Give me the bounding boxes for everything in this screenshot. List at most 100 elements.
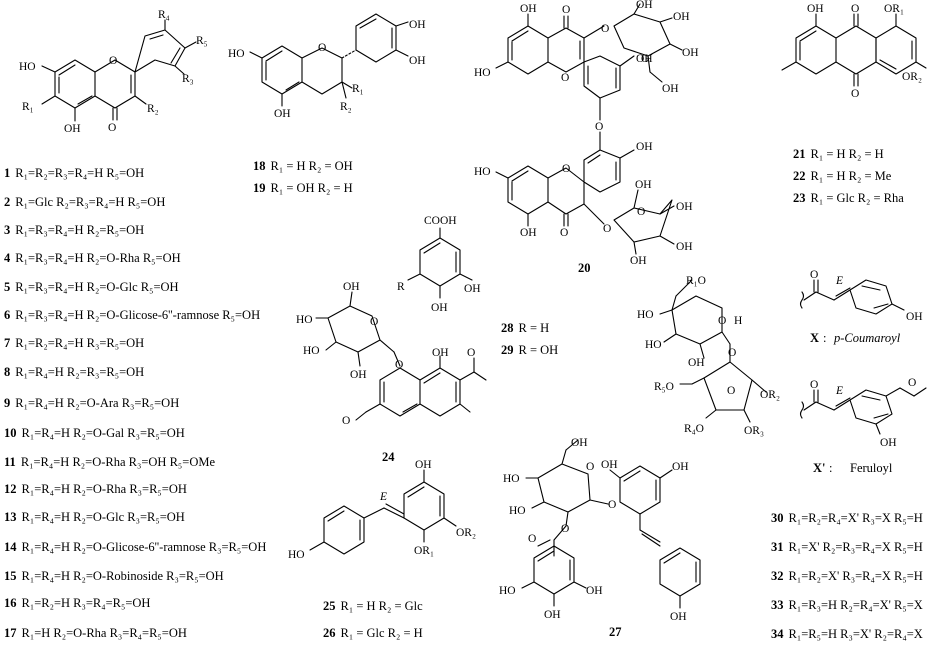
- atom-oh: OH: [586, 585, 603, 597]
- benzoic-acid-structure: [407, 227, 473, 299]
- atom-h: H: [734, 315, 742, 327]
- naphthalene-glucoside-structure-24: [315, 291, 487, 421]
- atom-oh: OH: [350, 369, 367, 381]
- svg-text:5R₁=R₃=R₄=H R₂=O-Glc R₅=OH: 5R₁=R₃=R₄=H R₂=O-Glc R₅=OH: [4, 280, 179, 294]
- compound-label-27: 27: [609, 625, 622, 639]
- catechin-core-structure: [249, 13, 409, 107]
- atom-oh: OH: [64, 123, 81, 135]
- e-label: E: [835, 385, 843, 397]
- atom-o: O: [342, 415, 350, 427]
- atom-oh: OH: [343, 281, 360, 293]
- atom-or2: OR₂: [456, 527, 476, 539]
- atom-oh: OH: [636, 141, 653, 153]
- atom-o: O: [718, 315, 726, 327]
- svg-text:29R = OH: 29R = OH: [501, 343, 558, 357]
- atom-r5: R₅: [196, 35, 208, 47]
- atom-o: O: [601, 23, 609, 35]
- atom-o: O: [851, 3, 859, 15]
- stilbene-glucoside-galloyl-structure-27: [521, 439, 701, 609]
- atom-o: O: [608, 499, 616, 511]
- atom-r5o: R₅O: [654, 381, 674, 393]
- atom-ho: HO: [503, 473, 520, 485]
- atom-oh: OH: [682, 47, 699, 59]
- feruloyl-substituent: [799, 387, 927, 435]
- atom-or1: OR₁: [884, 3, 904, 15]
- atom-ho: HO: [637, 309, 654, 321]
- atom-ho: HO: [228, 48, 245, 60]
- atom-ho: HO: [303, 345, 320, 357]
- atom-oh: OH: [520, 3, 537, 15]
- atom-o: O: [467, 347, 475, 359]
- atom-o: O: [562, 4, 570, 16]
- atom-o: O: [728, 347, 736, 359]
- svg-text:7R₁=R₂=R₄=H R₃=R₅=OH: 7R₁=R₂=R₄=H R₃=R₅=OH: [4, 336, 144, 350]
- stilbene-core-structure: [309, 469, 457, 555]
- feruloyl-name: Feruloyl: [850, 461, 893, 475]
- atom-ho: HO: [499, 585, 516, 597]
- atom-o: O: [586, 461, 594, 473]
- atom-r2: R₂: [340, 101, 352, 113]
- p-coumaroyl-name: p-Coumaroyl: [833, 331, 901, 345]
- atom-oh: OH: [544, 609, 561, 621]
- atom-ho: HO: [474, 67, 491, 79]
- atom-r: R: [397, 281, 405, 293]
- anthraquinone-core-structure: [781, 13, 927, 87]
- x-colon: :: [823, 331, 826, 345]
- atom-o: O: [370, 316, 378, 328]
- atom-oh: OH: [670, 611, 687, 623]
- atom-o: O: [637, 206, 645, 218]
- atom-r3: R₃: [182, 73, 194, 85]
- svg-text:8R₁=R₄=H R₂=R₃=R₅=OH: 8R₁=R₄=H R₂=R₃=R₅=OH: [4, 365, 144, 379]
- svg-text:9R₁=R₄=H R₂=O-Ara R₃=R₅=OH: 9R₁=R₄=H R₂=O-Ara R₃=R₅=OH: [4, 396, 179, 410]
- atom-o: O: [108, 122, 116, 134]
- atom-o: O: [595, 121, 603, 133]
- atom-o: O: [560, 227, 568, 239]
- atom-o: O: [562, 163, 570, 175]
- atom-oh: OH: [636, 53, 653, 65]
- x-label: X: [810, 331, 819, 345]
- atom-oh: OH: [274, 108, 291, 120]
- atom-o: O: [318, 42, 326, 54]
- atom-oh: OH: [431, 302, 448, 314]
- atom-o: O: [528, 533, 536, 545]
- atom-o: O: [561, 72, 569, 84]
- compound-label-20: 20: [578, 261, 591, 275]
- atom-ho: HO: [645, 339, 662, 351]
- atom-oh: OH: [601, 459, 618, 471]
- atom-oh: OH: [676, 201, 693, 213]
- atom-oh: OH: [432, 347, 449, 359]
- flavonoid-core-structure: [41, 19, 197, 122]
- svg-text:3R₁=R₃=R₄=H R₂=R₅=OH: 3R₁=R₃=R₄=H R₂=R₅=OH: [4, 223, 144, 237]
- atom-oh: OH: [676, 241, 693, 253]
- atom-r2: R₂: [147, 103, 159, 115]
- atom-or1: OR₁: [414, 545, 434, 557]
- atom-oh: OH: [662, 83, 679, 95]
- atom-o: O: [395, 359, 403, 371]
- svg-text:2R₁=Glc R₂=R₃=R₄=H R₅=OH: 2R₁=Glc R₂=R₃=R₄=H R₅=OH: [4, 195, 165, 209]
- atom-oh: OH: [880, 437, 897, 449]
- svg-text:6R₁=R₃=R₄=H R₂=O-Glicose-6''-r: 6R₁=R₃=R₄=H R₂=O-Glicose-6''-ramnose R₅=…: [4, 308, 260, 322]
- atom-r4o: R₄O: [684, 423, 704, 435]
- atom-oh: OH: [906, 311, 923, 323]
- atom-ho: HO: [474, 166, 491, 178]
- atom-r4: R₄: [158, 9, 170, 21]
- atom-oh: OH: [807, 3, 824, 15]
- atom-oh: OH: [672, 461, 689, 473]
- p-coumaroyl-substituent: [799, 279, 905, 315]
